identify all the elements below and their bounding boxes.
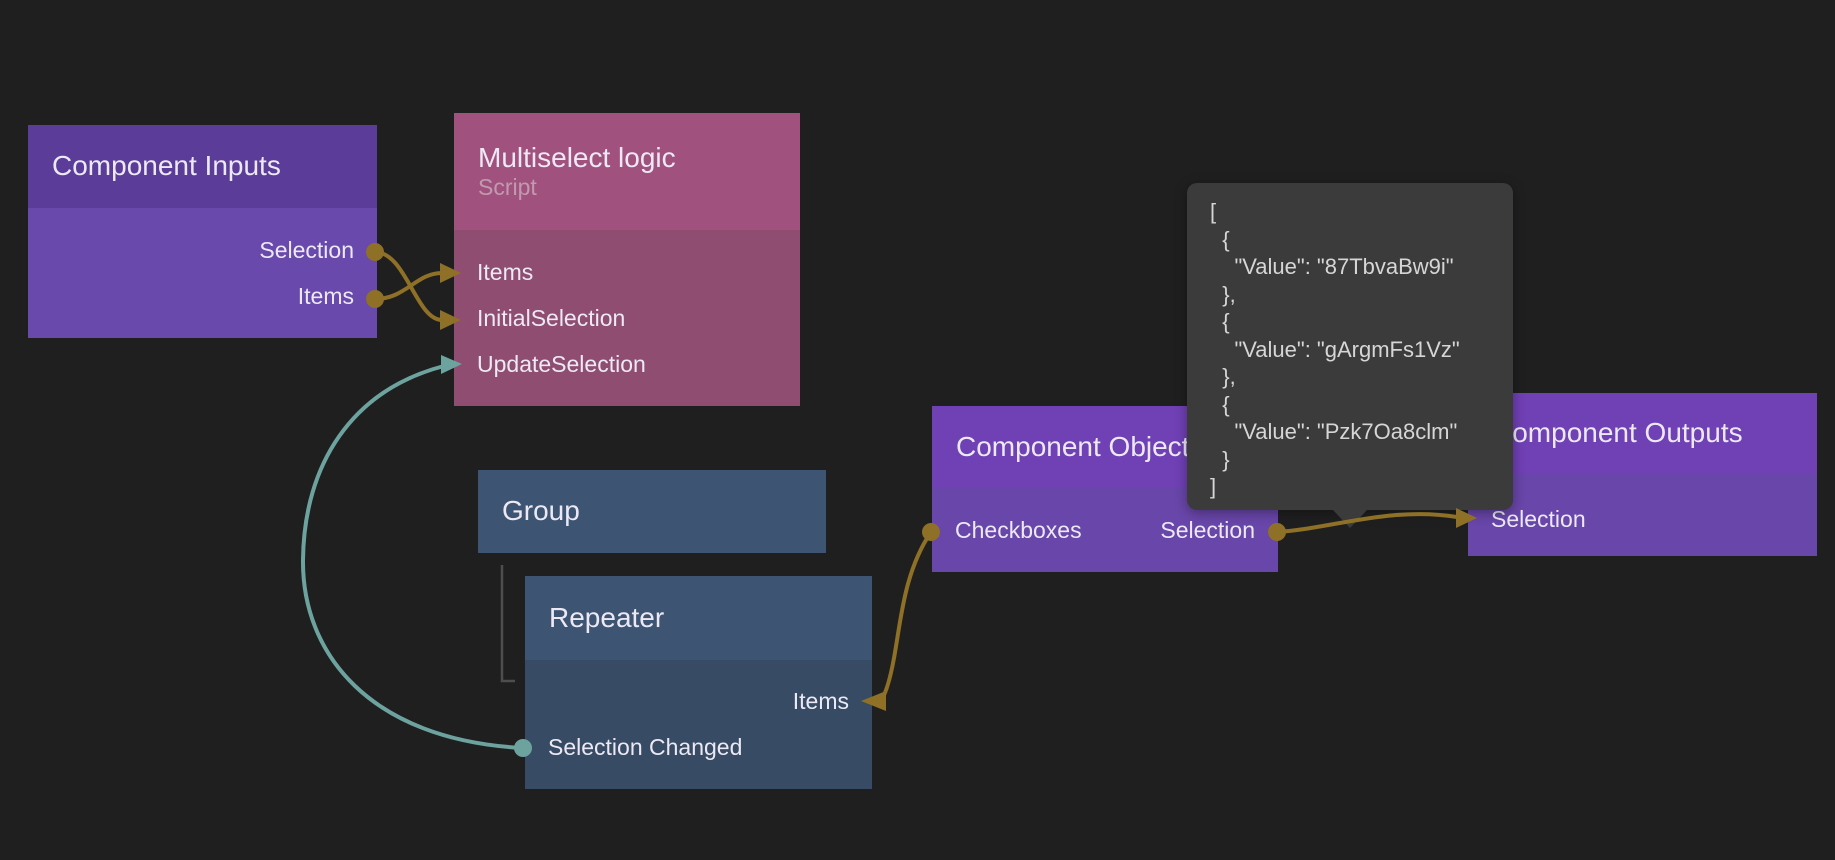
node-body: Items InitialSelection UpdateSelection — [454, 230, 800, 406]
port-row-items[interactable]: Items — [525, 679, 872, 725]
port-label: Selection Changed — [548, 734, 743, 760]
node-title: Component Object — [956, 430, 1190, 462]
port-row-initialselection[interactable]: InitialSelection — [454, 295, 800, 341]
node-group[interactable]: Group — [478, 470, 826, 553]
node-subtitle: Script — [478, 173, 537, 200]
port-row-selection[interactable]: Selection — [1468, 497, 1817, 543]
node-title: Component Outputs — [1492, 416, 1743, 448]
port-row-items[interactable]: Items — [454, 249, 800, 295]
value-inspector-tooltip: [ { "Value": "87TbvaBw9i" }, { "Value": … — [1187, 183, 1513, 528]
json-line: "Value": "Pzk7Oa8clm" — [1210, 419, 1458, 444]
json-line: }, — [1210, 281, 1236, 307]
node-component-inputs[interactable]: Component Inputs Selection Items — [28, 125, 377, 338]
node-header[interactable]: Component Outputs — [1468, 393, 1817, 473]
port-label-selection: Selection — [1160, 516, 1255, 543]
node-header[interactable]: Repeater — [525, 576, 872, 660]
json-line: { — [1210, 391, 1230, 417]
port-label: Selection — [259, 236, 354, 263]
json-line: }, — [1210, 364, 1236, 389]
port-row-selection[interactable]: Selection — [28, 227, 377, 273]
node-header[interactable]: Group — [478, 470, 826, 553]
tooltip-pointer-arrow — [1333, 510, 1367, 528]
json-line: "Value": "gArgmFs1Vz" — [1210, 336, 1460, 362]
node-repeater[interactable]: Repeater Items Selection Changed — [525, 576, 872, 789]
port-row-items[interactable]: Items — [28, 273, 377, 319]
port-row-updateselection[interactable]: UpdateSelection — [454, 341, 800, 387]
node-title: Group — [502, 495, 580, 527]
json-line: "Value": "87TbvaBw9i" — [1210, 254, 1454, 279]
connection-items-to-items[interactable] — [373, 271, 444, 301]
node-title: Repeater — [549, 601, 665, 633]
port-label: UpdateSelection — [477, 350, 646, 377]
node-header[interactable]: Multiselect logic Script — [454, 113, 800, 230]
json-line: { — [1210, 226, 1230, 252]
node-body: Items Selection Changed — [525, 660, 872, 789]
node-title: Component Inputs — [52, 150, 281, 182]
json-line: } — [1210, 446, 1230, 472]
node-title: Multiselect logic — [478, 141, 676, 173]
node-body: Checkboxes Selection — [932, 488, 1278, 572]
connection-selection-to-initialselection[interactable] — [373, 250, 444, 322]
port-label: Items — [297, 282, 354, 309]
port-label: Items — [792, 688, 849, 714]
json-line: { — [1210, 309, 1230, 334]
connection-selectionchanged-to-updateselection[interactable] — [300, 364, 525, 750]
hierarchy-line — [500, 565, 515, 683]
json-line: ] — [1210, 474, 1217, 499]
port-label: Items — [477, 258, 534, 285]
connection-selection-to-outputs-selection[interactable] — [1275, 512, 1459, 534]
port-row-selection-changed[interactable]: Selection Changed — [525, 725, 872, 771]
port-label: InitialSelection — [477, 304, 626, 331]
port-row-checkboxes-selection[interactable]: Checkboxes Selection — [932, 507, 1278, 553]
node-body: Selection — [1468, 473, 1817, 556]
connection-checkboxes-to-repeater-items[interactable] — [880, 530, 933, 701]
port-label-checkboxes: Checkboxes — [955, 516, 1082, 543]
node-component-outputs[interactable]: Component Outputs Selection — [1468, 393, 1817, 556]
port-label: Selection — [1491, 506, 1586, 532]
node-body: Selection Items — [28, 208, 377, 338]
node-multiselect-logic[interactable]: Multiselect logic Script Items InitialSe… — [454, 113, 800, 406]
json-line: [ — [1210, 199, 1217, 224]
node-header[interactable]: Component Inputs — [28, 125, 377, 208]
